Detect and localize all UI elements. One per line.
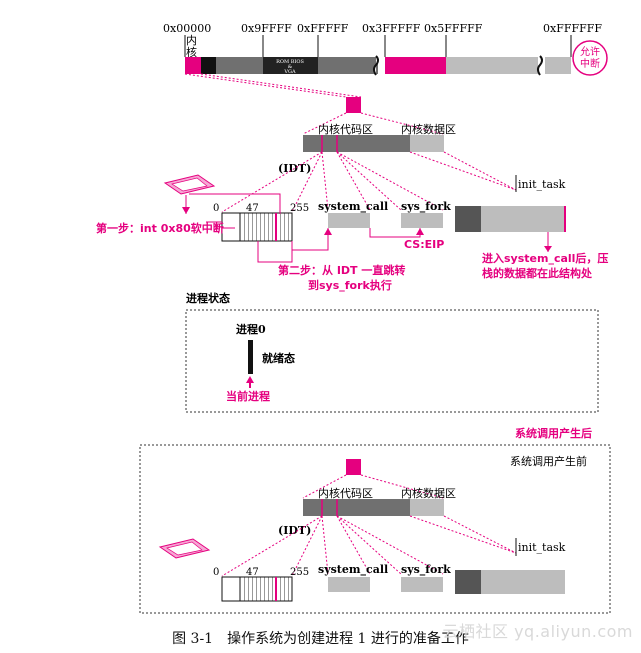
kernel-code-area: [303, 135, 410, 152]
kernel-code-label: 内核代码区: [318, 122, 373, 136]
low-memory-segment: [216, 57, 263, 74]
idt-index-255: 255: [290, 203, 309, 214]
rom-bios-segment: [263, 57, 318, 74]
ready-state-label: 就绪态: [262, 351, 295, 365]
enter-note-2: 栈的数据都在此结构处: [482, 266, 593, 280]
idt-index-255-lower: 255: [290, 567, 309, 578]
kernel-code-label-lower: 内核代码区: [318, 486, 373, 500]
current-process-label: 当前进程: [226, 389, 270, 403]
before-syscall-label: 系统调用产生前: [510, 454, 587, 468]
interrupt-status-1: 允许: [580, 45, 600, 58]
init-task-block-lower: [481, 570, 565, 594]
process-state-title: 进程状态: [186, 291, 230, 305]
ramdisk-segment: [385, 57, 446, 74]
after-syscall-label: 系统调用产生后: [515, 426, 592, 440]
interrupt-status-circle: [572, 40, 608, 76]
system-call-label: system_call: [318, 200, 388, 214]
init-task-label-lower: init_task: [518, 541, 566, 554]
process-state-box: [185, 309, 599, 413]
idt-index-0: 0: [213, 203, 219, 214]
lower-panel: 系统调用产生后 系统调用产生前 内核代码区 内核数据区 (IDT) 0 47 2…: [139, 426, 611, 614]
addr-0xffffff: 0xFFFFFF: [543, 22, 602, 35]
process-0-label: 进程0: [236, 322, 266, 336]
sys-fork-block: [401, 213, 443, 228]
init-task-block: [481, 206, 565, 232]
rom-bios-text-2: &: [288, 64, 293, 70]
idt-label-lower: (IDT): [278, 524, 311, 537]
kernel-data-segment: [201, 57, 216, 74]
step2-label-2: 到sys_fork执行: [308, 278, 392, 292]
cs-eip-label: CS:EIP: [404, 238, 444, 251]
kernel-data-area: [410, 135, 444, 152]
cpu-chip-icon: [163, 174, 216, 195]
addr-0xfffff: 0xFFFFF: [297, 22, 349, 35]
main-memory-end-segment: [545, 57, 571, 74]
idt-index-47-lower: 47: [246, 567, 259, 578]
init-task-label: init_task: [518, 178, 566, 191]
kernel-label-2: 核: [186, 45, 197, 59]
rom-bios-text-3: VGA: [283, 69, 296, 75]
kernel-data-label-lower: 内核数据区: [401, 486, 456, 500]
before-syscall-box: [139, 444, 611, 614]
init-task-dark-block: [455, 206, 481, 232]
addr-0x3fffff: 0x3FFFFF: [362, 22, 421, 35]
buffer-segment: [318, 57, 378, 74]
sys-fork-block-lower: [401, 577, 443, 592]
process-state-panel: 进程状态 进程0 就绪态 当前进程: [185, 291, 599, 413]
kernel-segment: [185, 57, 201, 74]
process-0-bar: [248, 340, 253, 374]
kernel-code-area-lower: [303, 499, 410, 516]
system-call-label-lower: system_call: [318, 563, 388, 577]
addr-0x00000: 0x00000: [163, 22, 211, 35]
main-memory-segment: [446, 57, 538, 74]
enter-note-1: 进入system_call后，压: [482, 251, 608, 265]
system-call-block: [328, 213, 370, 228]
kernel-detail-upper: 内核代码区 内核数据区 (IDT) 0 47 255 system_call s…: [96, 97, 608, 292]
sys-fork-label-lower: sys_fork: [401, 563, 451, 577]
system-call-block-lower: [328, 577, 370, 592]
step1-label: 第一步：int 0x80软中断: [96, 221, 224, 235]
figure-caption: 图 3-1 操作系统为创建进程 1 进行的准备工作: [172, 631, 469, 647]
step2-label-1: 第二步：从 IDT 一直跳转: [278, 263, 405, 277]
idt-index-47: 47: [246, 203, 259, 214]
kernel-zoom-block: [346, 97, 361, 113]
kernel-data-label: 内核数据区: [401, 122, 456, 136]
watermark: 云栖社区 yq.aliyun.com: [442, 622, 633, 641]
memory-bar: 0x00000 0x9FFFF 0xFFFFF 0x3FFFFF 0x5FFFF…: [163, 22, 608, 98]
rom-bios-text-1: ROM BIOS: [276, 59, 304, 65]
sys-fork-label: sys_fork: [401, 200, 451, 214]
cpu-chip-icon-lower: [158, 538, 211, 559]
kernel-data-area-lower: [410, 499, 444, 516]
kernel-zoom-block-lower: [346, 459, 361, 475]
idt-index-0-lower: 0: [213, 567, 219, 578]
interrupt-status-2: 中断: [580, 57, 600, 70]
kernel-label-1: 内: [186, 33, 197, 47]
init-task-dark-block-lower: [455, 570, 481, 594]
idt-label: (IDT): [278, 162, 311, 175]
addr-0x5fffff: 0x5FFFFF: [424, 22, 483, 35]
addr-0x9ffff: 0x9FFFF: [241, 22, 292, 35]
